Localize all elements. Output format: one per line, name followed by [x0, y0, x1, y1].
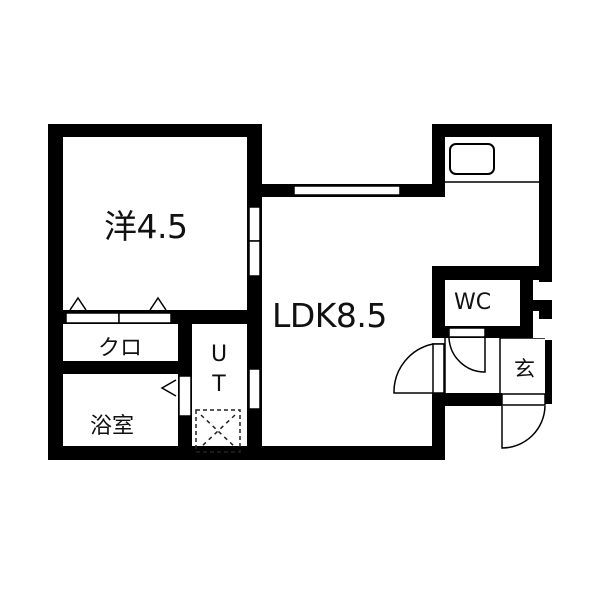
room-label-ut-u: U: [210, 342, 228, 367]
wall-wc-right: [520, 266, 533, 338]
window-ldk-top[interactable]: [293, 185, 401, 196]
kitchen-counter: [445, 143, 539, 183]
room-label-ut-t: T: [212, 372, 226, 397]
windows: [178, 185, 401, 417]
wall-right-lower: [539, 311, 552, 319]
wall-bottom: [48, 446, 445, 460]
room-label-ldk: LDK8.5: [272, 296, 387, 335]
wall-kitchen-left: [432, 124, 445, 197]
doors: [393, 327, 546, 449]
window-ut[interactable]: [248, 368, 261, 410]
closet-sliding-doors[interactable]: [65, 296, 172, 324]
sliding-door-marker-icon: [149, 296, 167, 311]
sliding-door-marker-icon: [69, 296, 87, 311]
wall-wc-right-stub: [533, 300, 552, 311]
wall-right: [539, 124, 552, 282]
wall-top-kitchen: [432, 124, 552, 137]
room-label-bath: 浴室: [90, 414, 135, 439]
door-ldk-hall[interactable]: [393, 343, 445, 394]
wall-entrance-bottom: [432, 393, 502, 406]
room-label-entrance: 玄: [514, 357, 535, 381]
door-wc[interactable]: [448, 327, 486, 373]
wall-wc-top: [432, 266, 552, 280]
wall-entrance-left: [432, 393, 445, 460]
washer-space-icon: [195, 409, 241, 453]
wall-left: [48, 124, 63, 460]
kitchen-sink-icon: [449, 143, 495, 175]
door-entrance[interactable]: [501, 393, 546, 449]
door-marker-icon: [160, 379, 177, 397]
window-western-lower[interactable]: [248, 240, 261, 277]
room-label-wc: WC: [454, 290, 492, 315]
wall-wc-left: [432, 266, 445, 338]
wall-top-western: [48, 124, 262, 137]
room-label-western: 洋4.5: [104, 207, 188, 246]
window-western-upper[interactable]: [248, 206, 261, 242]
room-label-closet: クロ: [98, 336, 143, 361]
door-bath[interactable]: [178, 375, 192, 417]
wall-right-entrance: [545, 340, 552, 404]
wall-closet-bath: [48, 361, 192, 374]
